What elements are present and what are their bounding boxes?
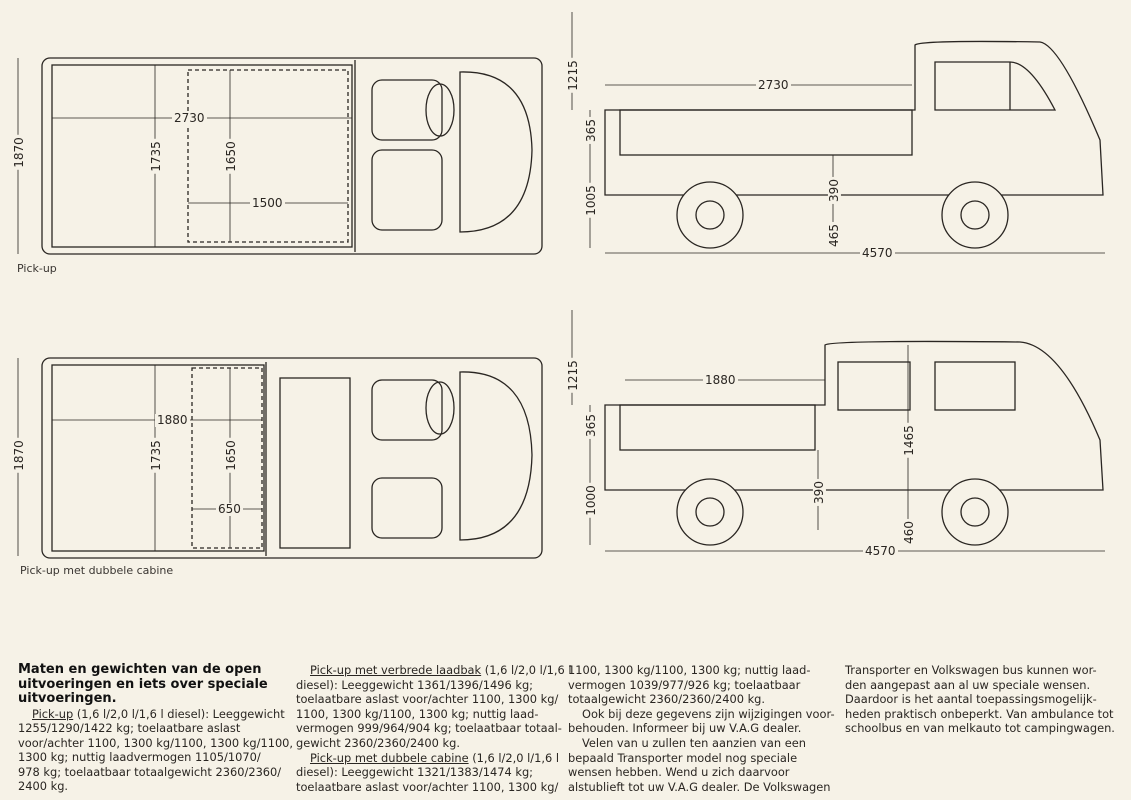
pickup-side-view <box>571 12 1105 254</box>
dim-inner-width-2: 1650 <box>223 438 238 473</box>
dim-width: 1870 <box>11 438 26 473</box>
dim-floor: 390 <box>826 177 841 204</box>
dim-bed-height: 1000 <box>583 483 598 518</box>
dim-wheel-gap: 1500 <box>250 196 285 210</box>
dim-cab-height: 1465 <box>901 423 916 458</box>
dim-floor: 390 <box>811 479 826 506</box>
section-heading: Maten en gewichten van de open uitvoerin… <box>18 662 268 706</box>
dim-bed-length: 1880 <box>155 413 190 427</box>
dim-side-height: 365 <box>583 412 598 439</box>
dim-bed-height: 1005 <box>583 183 598 218</box>
double-cab-link: Pick-up met dubbele cabine <box>310 750 469 765</box>
dim-inner-width: 1735 <box>148 139 163 174</box>
dim-inner-width: 1735 <box>148 438 163 473</box>
text-column-1: Maten en gewichten van de open uitvoerin… <box>18 662 294 794</box>
dim-overall-length: 4570 <box>863 544 898 558</box>
dim-height-top: 1215 <box>565 58 580 93</box>
dim-ground: 460 <box>901 519 916 546</box>
dim-overall-length: 4570 <box>860 246 895 260</box>
pickup-top-view <box>17 57 543 255</box>
caption-pickup: Pick-up <box>17 262 57 275</box>
text-column-4: Transporter en Volkswagen bus kunnen wor… <box>845 663 1115 736</box>
dim-bed-length: 2730 <box>756 78 791 92</box>
dim-ground: 465 <box>826 222 841 249</box>
caption-double-cab: Pick-up met dubbele cabine <box>20 564 174 577</box>
dim-inner-width-2: 1650 <box>223 139 238 174</box>
text-column-3: 1100, 1300 kg/1100, 1300 kg; nuttig laad… <box>568 663 835 794</box>
dim-width: 1870 <box>11 135 26 170</box>
pickup-link: Pick-up <box>32 706 74 721</box>
wide-bed-link: Pick-up met verbrede laadbak <box>310 663 482 677</box>
double-cab-side-view <box>571 310 1105 552</box>
dim-height-top: 1215 <box>565 358 580 393</box>
dim-side-height: 365 <box>583 117 598 144</box>
double-cab-top-view <box>17 357 543 559</box>
dim-bed-length: 2730 <box>172 111 207 125</box>
text-column-2: Pick-up met verbrede laadbak (1,6 l/2,0 … <box>296 663 572 794</box>
dim-bed-length: 1880 <box>703 373 738 387</box>
dim-wheel-gap: 650 <box>216 502 243 516</box>
